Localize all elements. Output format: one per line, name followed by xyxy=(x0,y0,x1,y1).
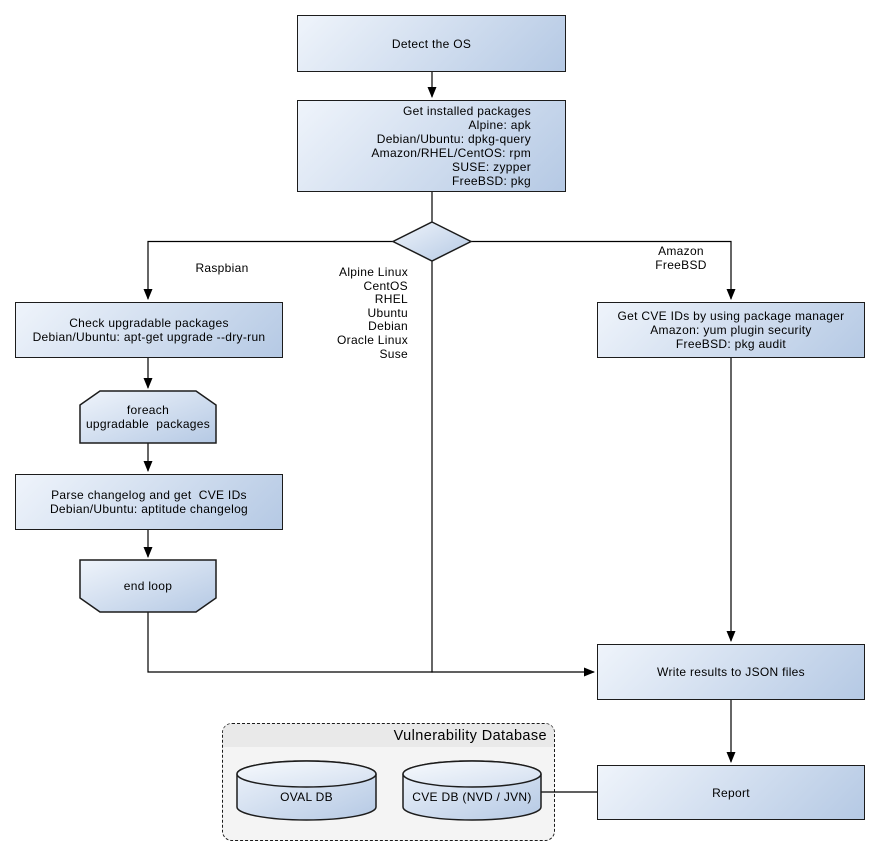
node-check-upgradable-packages-label: Check upgradable packages Debian/Ubuntu:… xyxy=(32,316,266,344)
node-check-upgradable-packages: Check upgradable packages Debian/Ubuntu:… xyxy=(15,302,283,358)
edge-diamond-to-get-cve-ids xyxy=(471,240,736,300)
node-report-label: Report xyxy=(712,785,750,800)
oval-db-label: OVAL DB xyxy=(280,789,333,804)
node-get-installed-packages: Get installed packages Alpine: apk Debia… xyxy=(297,100,566,192)
vulnerability-database-title: Vulnerability Database xyxy=(393,727,547,744)
edge-label-os-list: Alpine Linux CentOS RHEL Ubuntu Debian O… xyxy=(337,265,408,361)
node-get-installed-packages-label: Get installed packages Alpine: apk Debia… xyxy=(371,104,531,188)
node-write-results: Write results to JSON files xyxy=(597,644,865,700)
oval-db-cylinder-top xyxy=(236,760,377,788)
cve-db-cylinder-top xyxy=(402,760,542,788)
foreach-loop-shape xyxy=(79,390,217,444)
os-decision-diamond xyxy=(391,221,473,262)
foreach-loop-label: foreach upgradable packages xyxy=(85,403,211,431)
end-loop-shape xyxy=(79,559,217,613)
cve-db-label: CVE DB (NVD / JVN) xyxy=(412,789,532,804)
edge-label-amazon-freebsd: Amazon FreeBSD xyxy=(655,244,707,272)
vulnerability-database-header: Vulnerability Database xyxy=(223,724,554,747)
node-write-results-label: Write results to JSON files xyxy=(657,665,805,679)
end-loop-label: end loop xyxy=(123,579,173,593)
edge-label-raspbian: Raspbian xyxy=(195,261,249,275)
node-detect-os-label: Detect the OS xyxy=(391,36,472,51)
node-parse-changelog: Parse changelog and get CVE IDs Debian/U… xyxy=(15,474,283,530)
node-get-cve-ids-label: Get CVE IDs by using package manager Ama… xyxy=(617,309,845,351)
node-report: Report xyxy=(597,765,865,820)
edge-end-loop-to-write-results xyxy=(147,612,595,677)
node-detect-os: Detect the OS xyxy=(297,15,566,72)
node-get-cve-ids: Get CVE IDs by using package manager Ama… xyxy=(597,302,865,358)
edge-diamond-to-check-upgradable xyxy=(143,240,393,300)
node-parse-changelog-label: Parse changelog and get CVE IDs Debian/U… xyxy=(49,488,249,516)
